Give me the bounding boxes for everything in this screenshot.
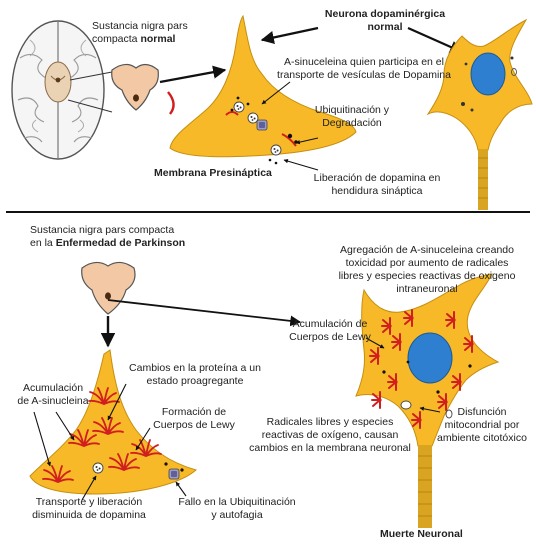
aggregation-label: Agregación de A-sinuceleina creando toxi… [322,244,532,296]
pointer-asyn-acc [34,412,50,466]
mito-label: Disfunción mitocondrial por ambiente cit… [430,406,534,445]
protein-change-line1: Cambios en la proteína a un [129,362,261,374]
pd-sn-label-line1: Sustancia nigra pars compacta [30,224,174,236]
vesicle [248,113,258,123]
top-sn-label: Sustancia nigra pars compacta normal [92,20,188,46]
top-sn-label-line2: compacta [92,33,140,45]
ubiq-label: Ubiquitinación y Degradación [306,104,398,130]
asyn-acc-label: Acumulación de A-sinucleina [8,382,98,408]
aggregation-line2: toxicidad por aumento de radicales [346,257,509,269]
neuron-title-line1: Neurona dopaminérgica [325,8,445,20]
radicals-label: Radicales libres y especies reactivas de… [240,416,420,455]
radicals-line3: cambios en la membrana neuronal [249,442,411,454]
asyn-label: A-sinuceleina quien participa en el tran… [266,56,462,82]
top-midbrain [112,64,159,110]
mito-line1: Disfunción [457,406,506,418]
asyn-label-line2: transporte de vesículas de Dopamina [277,69,451,81]
pointer-ubiq-fail [176,482,186,496]
protein-change-line2: estado proagregante [147,375,244,387]
release-label-line1: Liberación de dopamina en [314,172,441,184]
top-sn-label-emphasis: normal [140,33,175,45]
transport-label: Transporte y liberación disminuida de do… [22,496,156,522]
neuron-title: Neurona dopaminérgica normal [310,8,460,34]
lewy-acc-label: Acumulación de Cuerpos de Lewy [282,318,378,344]
lewy-acc-line2: Cuerpos de Lewy [289,331,371,343]
ubiq-fail-line1: Fallo en la Ubiquitinación [178,496,295,508]
protein-change-label: Cambios en la proteína a un estado proag… [116,362,274,388]
mito-line3: ambiente citotóxico [437,432,527,444]
arrow-to-terminal [160,70,225,82]
radicals-line2: reactivas de oxígeno, causan [262,429,399,441]
vesicle [93,463,103,473]
brain-illustration [12,21,104,159]
asyn-acc-line2: de A-sinucleina [17,395,88,407]
neuronal-death-label: Muerte Neuronal [380,528,463,541]
lewy-formation-line2: Cuerpos de Lewy [153,419,235,431]
transport-line2: disminuida de dopamina [32,509,146,521]
lewy-formation-line1: Formación de [162,406,226,418]
proteasome [257,120,267,130]
radicals-line1: Radicales libres y especies [267,416,394,428]
proteasome [169,469,179,479]
pd-sn-label: Sustancia nigra pars compacta en la Enfe… [30,224,185,250]
pointer-asyn-acc [56,412,74,440]
asyn-label-line1: A-sinuceleina quien participa en el [284,56,444,68]
top-substantia-nigra [133,94,139,101]
membrane-label: Membrana Presináptica [154,167,272,180]
pd-sn-label-emphasis: Enfermedad de Parkinson [56,237,186,249]
pointer-release [284,160,318,170]
aggregation-line1: Agregación de A-sinuceleina creando [340,244,514,256]
release-label: Liberación de dopamina en hendidura siná… [302,172,452,198]
mito-line2: mitocondrial por [445,419,520,431]
healthy-axon [478,150,488,210]
aggregation-line3: libres y especies reactivas de oxigeno [339,270,516,282]
healthy-nucleus [471,53,505,95]
pd-midbrain [82,262,135,314]
pd-sn-label-line2: en la [30,237,56,249]
pd-substantia-nigra [105,292,111,299]
arrow-to-dying-neuron [108,300,300,322]
aggregation-line4: intraneuronal [396,283,457,295]
asyn-acc-line1: Acumulación [23,382,83,394]
lewy-formation-label: Formación de Cuerpos de Lewy [148,406,240,432]
pathway-mark [168,92,174,114]
top-sn-label-line1: Sustancia nigra pars [92,20,188,32]
release-label-line2: hendidura sináptica [331,185,422,197]
ubiq-label-line1: Ubiquitinación y [315,104,389,116]
ubiq-fail-label: Fallo en la Ubiquitinación y autofagia [162,496,312,522]
transport-line1: Transporte y liberación [36,496,142,508]
neuron-title-line2: normal [367,21,402,33]
ubiq-fail-line2: y autofagia [211,509,262,521]
dying-nucleus [408,333,452,383]
vesicle [234,102,244,112]
lewy-acc-line1: Acumulación de [293,318,368,330]
presynaptic-terminal [170,16,356,157]
ubiq-label-line2: Degradación [322,117,382,129]
vesicle [271,145,281,155]
damaged-mitochondrion [401,401,411,409]
